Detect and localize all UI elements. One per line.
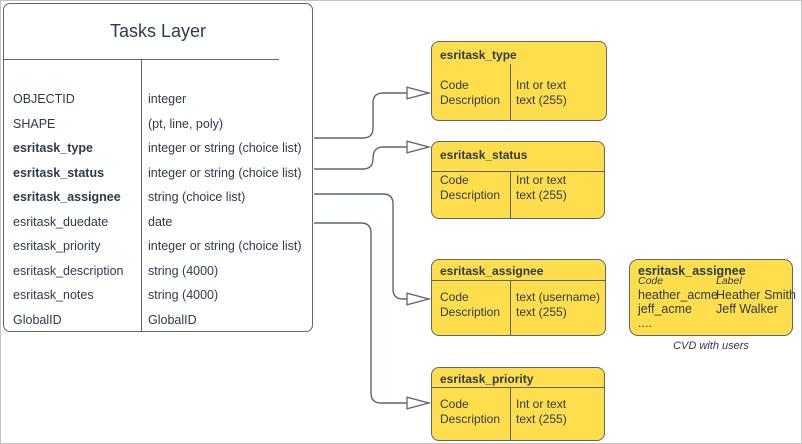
domain-cell: Code: [440, 78, 469, 92]
arrowhead-esritask-type: [406, 86, 432, 100]
table-row: esritask_priority integer or string (cho…: [4, 234, 312, 259]
domain-cell: Code: [440, 173, 469, 187]
table-row: esritask_status integer or string (choic…: [4, 161, 312, 186]
cvd-code: jeff_acme: [638, 302, 692, 316]
column-divider: [510, 64, 511, 120]
domain-box-esritask-assignee: esritask_assignee Code Description text …: [431, 259, 606, 336]
domain-cell: Description: [440, 187, 501, 202]
title-separator: [432, 387, 604, 388]
title-separator: [432, 280, 605, 281]
cvd-row: jeff_acme Jeff Walker: [638, 302, 790, 316]
domain-right-column: Int or text text (255): [516, 78, 567, 107]
domain-box-esritask-status: esritask_status Code Description Int or …: [431, 141, 605, 219]
title-separator: [432, 171, 604, 172]
connector-esritask-type: [314, 92, 407, 139]
cvd-code: heather_acme: [638, 288, 718, 302]
field-name: esritask_assignee: [13, 190, 121, 205]
field-name: GlobalID: [13, 312, 62, 327]
column-divider: [141, 59, 142, 331]
domain-left-column: Code Description: [440, 290, 500, 319]
cvd-header-code: Code: [638, 275, 664, 287]
field-name: esritask_description: [13, 263, 124, 278]
domain-box-esritask-priority: esritask_priority Code Description Int o…: [431, 367, 605, 441]
cvd-header-row: Code Label: [638, 275, 790, 288]
column-divider: [510, 387, 511, 440]
table-row: esritask_type integer or string (choice …: [4, 136, 312, 161]
domain-right-column: Int or text text (255): [516, 173, 567, 202]
domain-cell: text (username): [516, 290, 601, 304]
domain-cell: Description: [440, 304, 501, 319]
cvd-header-label: Label: [716, 275, 742, 287]
domain-left-column: Code Description: [440, 397, 500, 426]
field-type: string (4000): [148, 263, 219, 278]
cvd-caption: CVD with users: [673, 340, 749, 352]
arrowhead-esritask-assignee: [406, 292, 432, 306]
domain-cell: Int or text: [516, 397, 567, 411]
cvd-label: Jeff Walker: [716, 302, 778, 316]
field-type: date: [148, 214, 173, 229]
column-divider: [510, 171, 511, 218]
domain-cell: text (255): [516, 304, 567, 319]
connector-esritask-assignee: [314, 193, 407, 300]
field-name: esritask_priority: [13, 239, 101, 254]
domain-right-column: text (username) text (255): [516, 290, 600, 319]
domain-cell: Code: [440, 290, 469, 304]
field-type: (pt, line, poly): [148, 116, 224, 131]
table-row: esritask_notes string (4000): [4, 283, 312, 308]
domain-cell: text (255): [516, 411, 567, 426]
connector-esritask-status: [314, 146, 407, 170]
field-type: integer or string (choice list): [148, 165, 302, 180]
column-divider: [510, 280, 511, 335]
arrowhead-esritask-priority: [406, 396, 432, 410]
field-type: string (4000): [148, 288, 219, 303]
table-row: SHAPE (pt, line, poly): [4, 112, 312, 137]
domain-cell: text (255): [516, 187, 567, 202]
domain-right-column: Int or text text (255): [516, 397, 567, 426]
domain-cell: Int or text: [516, 78, 567, 92]
domain-cell: text (255): [516, 92, 567, 107]
domain-cell: Int or text: [516, 173, 567, 187]
cvd-row: heather_acme Heather Smith: [638, 288, 796, 302]
domain-title: esritask_status: [440, 148, 528, 162]
domain-title: esritask_type: [440, 48, 517, 62]
domain-cell: Description: [440, 411, 501, 426]
table-row: OBJECTID integer: [4, 87, 312, 112]
field-name: esritask_notes: [13, 288, 94, 303]
cvd-ellipsis: ....: [638, 316, 652, 330]
tasks-layer-title: Tasks Layer: [109, 20, 207, 41]
field-name: SHAPE: [13, 116, 56, 131]
table-row: esritask_description string (4000): [4, 259, 312, 284]
arrowhead-esritask-status: [406, 140, 432, 154]
cvd-title: esritask_assignee: [638, 264, 746, 278]
domain-box-esritask-type: esritask_type Code Description Int or te…: [431, 41, 607, 121]
field-type: GlobalID: [148, 312, 197, 327]
cvd-box-esritask-assignee: esritask_assignee Code Label heather_acm…: [629, 259, 796, 336]
field-type: integer or string (choice list): [148, 141, 302, 156]
cvd-label: Heather Smith: [716, 288, 796, 302]
domain-cell: Description: [440, 92, 501, 107]
field-type: string (choice list): [148, 190, 246, 205]
field-type: integer or string (choice list): [148, 239, 302, 254]
field-name: esritask_type: [13, 141, 93, 156]
table-row: esritask_assignee string (choice list): [4, 185, 312, 210]
field-name: esritask_status: [13, 165, 105, 180]
table-row: esritask_duedate date: [4, 210, 312, 235]
field-name: esritask_duedate: [13, 214, 109, 229]
cvd-ellipsis-row: ....: [638, 316, 790, 330]
field-type: integer: [148, 92, 187, 107]
table-row: GlobalID GlobalID: [4, 308, 312, 333]
connector-esritask-priority: [314, 222, 407, 404]
domain-title: esritask_priority: [440, 372, 534, 386]
domain-left-column: Code Description: [440, 173, 500, 202]
field-name: OBJECTID: [13, 92, 75, 107]
tasks-layer-table: Tasks Layer OBJECTID integer SHAPE (pt, …: [3, 3, 313, 332]
domain-cell: Code: [440, 397, 469, 411]
domain-title: esritask_assignee: [440, 264, 544, 278]
field-list: OBJECTID integer SHAPE (pt, line, poly) …: [4, 87, 312, 332]
domain-left-column: Code Description: [440, 78, 500, 107]
cvd-grid: Code Label heather_acme Heather Smith je…: [638, 275, 796, 330]
